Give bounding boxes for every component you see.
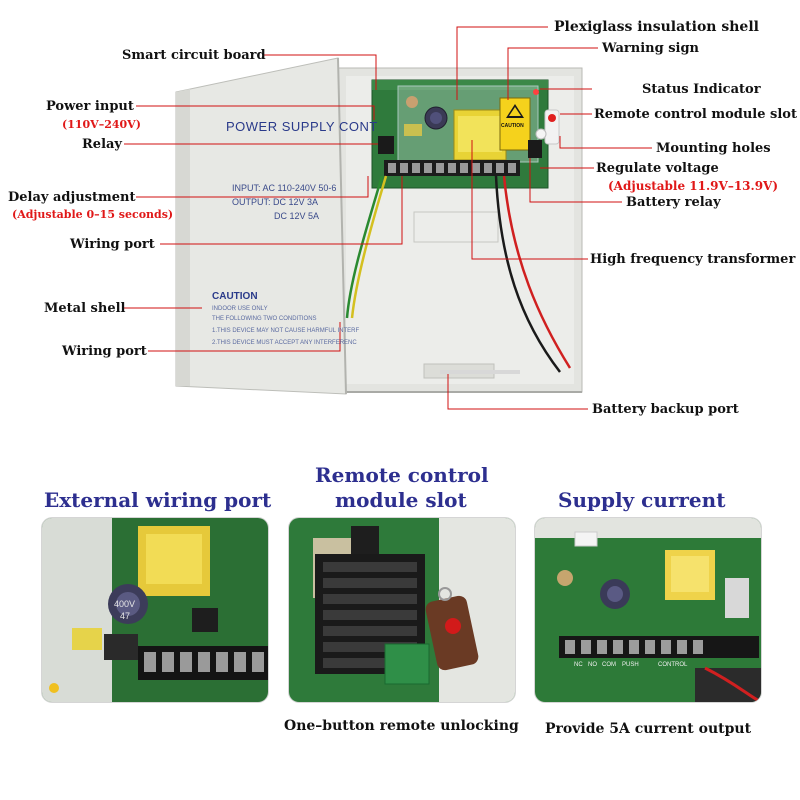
smart-circuit-board <box>371 79 549 189</box>
label-smart-circuit-board: Smart circuit board <box>122 48 266 63</box>
label-regulate-voltage: Regulate voltage <box>596 161 719 176</box>
label-battery-relay: Battery relay <box>626 195 721 210</box>
door-title-text: POWER SUPPLY CONT <box>226 119 378 134</box>
panel-title-external-wiring: External wiring port <box>44 488 272 512</box>
label-status-indicator: Status Indicator <box>642 82 761 97</box>
label-power-input-range: (110V–240V) <box>62 118 141 131</box>
photo3-terminal-label-3: COM <box>602 662 616 668</box>
label-hf-transformer: High frequency transformer <box>590 252 796 267</box>
panel-title-remote-slot-line2: module slot <box>335 488 467 512</box>
photo3-terminal-label-1: NC <box>574 662 583 668</box>
power-supply-illustration <box>124 26 652 410</box>
photo3-terminal-label-5: CONTROL <box>658 662 688 668</box>
battery-wires <box>345 175 572 374</box>
panel-title-supply-current: Supply current <box>558 488 726 512</box>
output-spec-text-2: DC 12V 5A <box>274 211 320 221</box>
photo1-cap-text-2: 47 <box>120 611 131 621</box>
photo-supply-current <box>535 518 761 702</box>
label-wiring-port-top: Wiring port <box>70 237 155 252</box>
label-battery-backup-port: Battery backup port <box>592 402 739 417</box>
caution-line-1: INDOOR USE ONLY <box>212 306 268 312</box>
label-delay-range: (Adjustable 0–15 seconds) <box>12 208 174 221</box>
label-remote-slot: Remote control module slot <box>594 107 797 122</box>
panel-title-remote-slot-line1: Remote control <box>315 463 489 487</box>
caption-supply-current: Provide 5A current output <box>545 721 752 737</box>
photo3-terminal-label-2: NO <box>588 662 597 668</box>
label-regulate-voltage-range: (Adjustable 11.9V–13.9V) <box>608 179 779 193</box>
photo-external-wiring-port <box>42 518 268 702</box>
label-plexiglass-shell: Plexiglass insulation shell <box>554 19 759 35</box>
remote-module-slot <box>535 109 560 145</box>
label-warning-sign: Warning sign <box>602 41 699 56</box>
board-caution-text: CAUTION <box>501 123 524 129</box>
label-metal-shell: Metal shell <box>44 301 126 316</box>
photo1-cap-text-1: 400V <box>114 599 136 609</box>
caution-line-4: 2.THIS DEVICE MUST ACCEPT ANY INTERFEREN… <box>212 340 357 346</box>
leader-lines <box>124 26 652 410</box>
caution-line-3: 1.THIS DEVICE MAY NOT CAUSE HARMFUL INTE… <box>212 328 360 334</box>
caption-remote-unlocking: One–button remote unlocking <box>284 718 519 734</box>
label-relay: Relay <box>82 137 122 152</box>
label-delay-adjustment: Delay adjustment <box>8 190 136 205</box>
product-diagram: POWER SUPPLY CONT INPUT: AC 110-240V 50-… <box>8 19 797 417</box>
label-power-input: Power input <box>46 99 134 114</box>
label-mounting-holes: Mounting holes <box>656 141 771 156</box>
input-spec-text: INPUT: AC 110-240V 50-6 <box>232 183 337 193</box>
photo3-terminal-label-4: PUSH <box>622 662 639 668</box>
label-wiring-port-bottom: Wiring port <box>62 344 147 359</box>
output-spec-text-1: OUTPUT: DC 12V 3A <box>232 197 319 207</box>
caution-title-text: CAUTION <box>212 291 258 302</box>
photo-remote-module-slot <box>289 518 515 702</box>
cabinet-door <box>175 57 347 395</box>
caution-line-2: THE FOLLOWING TWO CONDITIONS <box>212 316 317 322</box>
